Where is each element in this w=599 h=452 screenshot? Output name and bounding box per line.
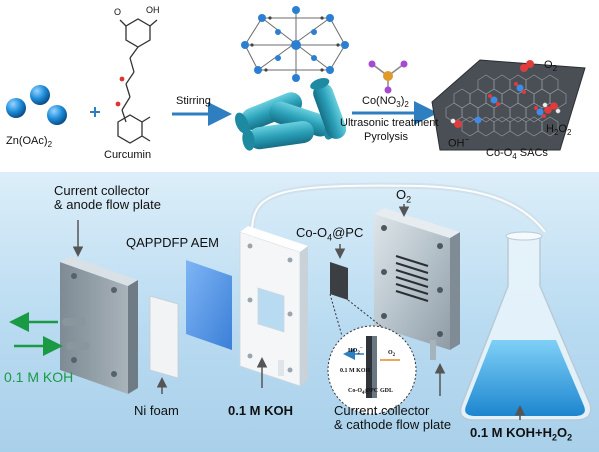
stirring-label: Stirring: [176, 95, 211, 107]
aem-membrane: [186, 260, 232, 350]
ni-foam-label: Ni foam: [134, 403, 179, 418]
curcumin-o-label: O: [114, 7, 122, 17]
curcumin-oh-label: OH: [146, 5, 160, 15]
aem-label: QAPPDFP AEM: [126, 235, 219, 250]
inset-o2-label: O2: [388, 350, 396, 359]
catalyst-gdl: [330, 262, 348, 300]
curcumin-label: Curcumin: [104, 149, 152, 161]
co-o4-sac-label: Co-O4 SACs: [486, 147, 548, 162]
koh-left-label: 0.1 M KOH: [4, 369, 74, 385]
zn-spheres: [6, 85, 67, 125]
cathode-plate: [374, 208, 460, 360]
h2o2-product-label: H2O2: [546, 123, 572, 138]
plus-sign: [90, 107, 100, 117]
koh-mid-label: 0.1 M KOH: [228, 403, 294, 418]
o2-molecule: [520, 60, 534, 72]
flask-label: 0.1 M KOH+H2O2: [470, 425, 573, 443]
inset-magnifier: [327, 293, 417, 415]
ni-foam-sheet: [149, 295, 179, 379]
fiber-bundle: [235, 77, 347, 151]
inset-catalyst-label: Co-O4@PC: [348, 388, 379, 397]
zn-acetate-label: Zn(OAc)2: [6, 135, 53, 150]
hydroxide-molecule: [450, 118, 462, 128]
cobalt-nitrate-label: Co(NO3)2: [362, 95, 409, 110]
zif-framework: [241, 6, 349, 82]
pyrolysis-label: Pyrolysis: [364, 131, 409, 143]
cobalt-nitrate-molecule: [368, 60, 408, 94]
o2-product-label: O2: [544, 59, 558, 74]
flow-arrows: [9, 312, 63, 356]
anode-plate: [60, 256, 138, 394]
o2-feed-label: O2: [396, 187, 412, 205]
curcumin-structure: [117, 18, 158, 144]
carbonyl-oxygens: [115, 76, 125, 107]
inset-ho2-label: HO2−: [348, 346, 363, 357]
catalyst-label: Co-O4@PC: [296, 225, 364, 243]
cathode-label: Current collector & cathode flow plate: [334, 403, 452, 432]
inset-gdl-label: GDL: [380, 388, 394, 394]
anode-label: Current collector & anode flow plate: [54, 183, 161, 212]
h2o2-molecule: [542, 102, 561, 114]
inset-koh-label: 0.1 M KOH: [340, 368, 371, 374]
ultrasonic-label: Ultrasonic treatment: [340, 117, 439, 129]
middle-frame: [239, 226, 308, 387]
hydroxide-label: OH−: [448, 135, 470, 150]
flask: [459, 231, 592, 421]
graphene-sheet: [431, 59, 586, 151]
